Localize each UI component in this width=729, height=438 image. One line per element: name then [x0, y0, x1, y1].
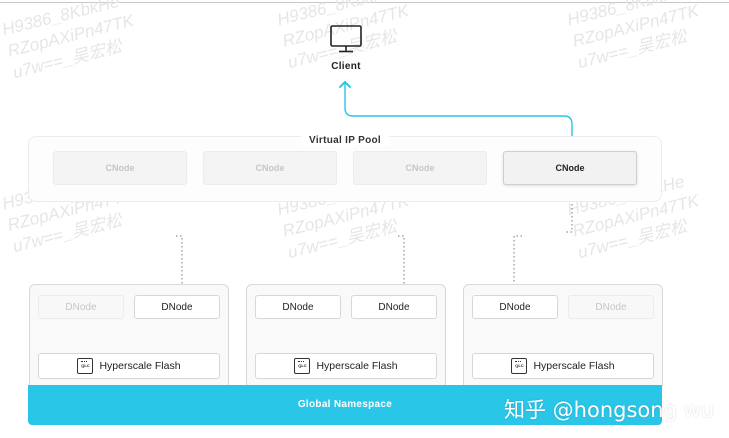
qlc-drive-icon: QLC [294, 358, 311, 374]
hyperscale-flash: QLC Hyperscale Flash [255, 353, 437, 379]
dnode-cluster: DNode DNode QLC Hyperscale Flash [246, 284, 446, 390]
cluster-link [513, 235, 522, 284]
cluster-link [398, 235, 405, 284]
client-label: Client [331, 61, 361, 72]
dnode-cluster: DNode DNode QLC Hyperscale Flash [463, 284, 663, 390]
pool-title: Virtual IP Pool [301, 135, 389, 146]
monitor-icon [330, 25, 362, 53]
qlc-drive-icon: QLC [511, 358, 528, 374]
client-arrow [338, 80, 573, 151]
hyperscale-flash: QLC Hyperscale Flash [472, 353, 654, 379]
flash-label: Hyperscale Flash [99, 360, 181, 372]
client-node: Client [318, 24, 374, 72]
flash-label: Hyperscale Flash [316, 360, 398, 372]
flash-label: Hyperscale Flash [533, 360, 615, 372]
dnode-box: DNode [255, 295, 341, 319]
dnode-box: DNode [568, 295, 654, 319]
zhihu-watermark: 知乎 @hongsong wu [504, 398, 715, 422]
cnode-box-active: CNode [503, 151, 637, 185]
global-namespace-label: Global Namespace [297, 399, 393, 410]
cluster-link [176, 235, 183, 284]
virtual-ip-pool: Virtual IP Pool CNode CNode CNode CNode [28, 135, 662, 202]
dnode-box: DNode [38, 295, 124, 319]
cnode-box: CNode [353, 151, 487, 185]
cnode-box: CNode [53, 151, 187, 185]
dnode-box: DNode [351, 295, 437, 319]
dnode-cluster: DNode DNode QLC Hyperscale Flash [29, 284, 229, 390]
dnode-box: DNode [472, 295, 558, 319]
top-divider [0, 2, 729, 3]
cnode-box: CNode [203, 151, 337, 185]
qlc-drive-icon: QLC [77, 358, 94, 374]
global-namespace-bar [28, 385, 662, 425]
dnode-box: DNode [134, 295, 220, 319]
hyperscale-flash: QLC Hyperscale Flash [38, 353, 220, 379]
